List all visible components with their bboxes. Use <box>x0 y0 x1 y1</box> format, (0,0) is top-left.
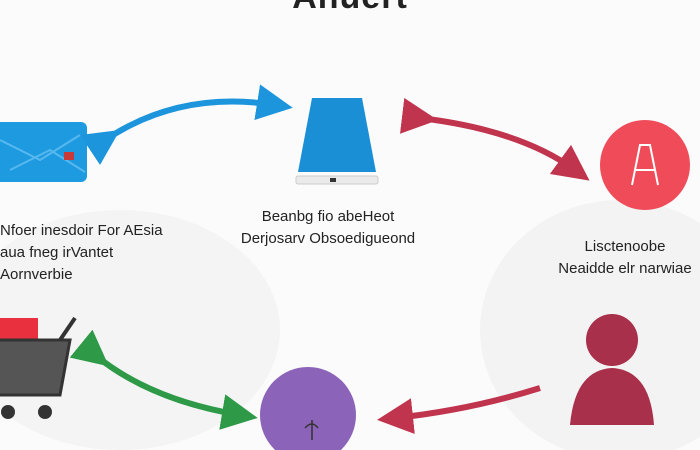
card-label: Nfoer inesdoir For AEsia aua fneg irVant… <box>0 220 163 286</box>
center-label-line: Beanbg fio abeHeot <box>261 208 395 225</box>
red-top-arrow <box>399 97 590 181</box>
right-label-line: Neaidde elr narwiae <box>558 260 692 277</box>
person-icon <box>570 314 654 425</box>
shopping-cart-icon <box>0 316 77 419</box>
right-label-line: Lisctenoobe <box>584 238 666 255</box>
security-badge-icon <box>600 120 690 210</box>
right-label: Lisctenoobe Neaidde elr narwiae <box>550 236 700 280</box>
green-bidirectional-arrow <box>69 329 258 430</box>
card-label-line: Nfoer inesdoir For AEsia <box>0 222 163 239</box>
card-label-line: aua fneg irVantet <box>0 244 114 261</box>
center-label-line: Derjosarv Obsoedigueond <box>240 230 416 247</box>
credit-card-icon <box>0 122 87 182</box>
laptop-icon <box>295 98 379 185</box>
red-bottom-arrow <box>377 385 541 434</box>
diagram-title: Anuert <box>0 0 700 17</box>
card-label-line: Aornverbie <box>0 266 73 283</box>
center-label: Beanbg fio abeHeot Derjosarv Obsoedigueo… <box>228 206 428 250</box>
blue-bidirectional-arrow <box>80 84 293 165</box>
globe-icon <box>260 367 356 450</box>
